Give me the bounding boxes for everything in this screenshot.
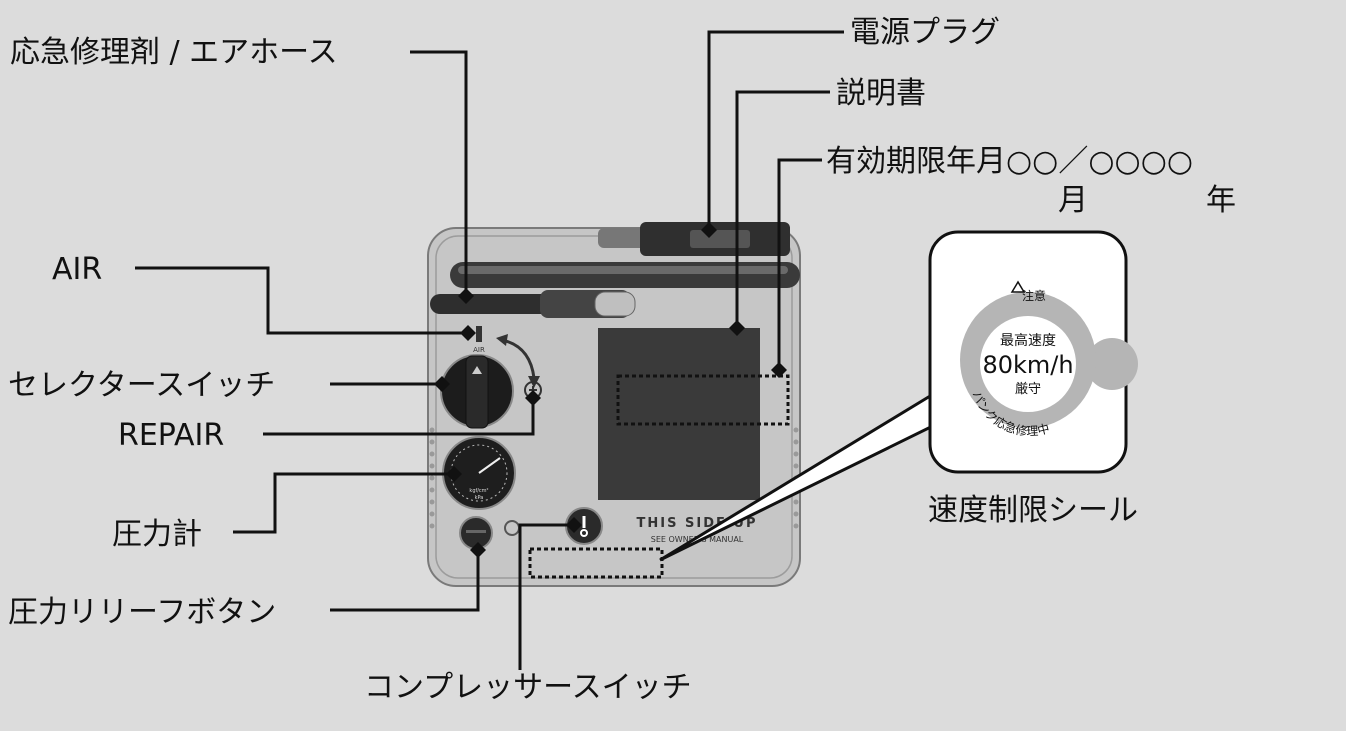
pressure-release-button[interactable] (459, 516, 493, 550)
speed-limit-seal-callout: 注意 最高速度 80km/h 厳守 パンク応急修理中 (659, 230, 1138, 562)
label-compressor-switch: コンプレッサースイッチ (364, 670, 692, 705)
seal-speed: 80km/h (982, 351, 1073, 379)
label-air: AIR (52, 252, 102, 287)
label-expiry-month: 月 (1058, 183, 1088, 218)
speed-seal-area (528, 547, 664, 579)
label-repair: REPAIR (118, 418, 224, 453)
svg-text:AIR: AIR (473, 346, 485, 354)
svg-text:kgf/cm²: kgf/cm² (469, 488, 488, 494)
leader-diamonds (434, 222, 787, 558)
label-manual: 説明書 (836, 76, 926, 111)
label-speed-limit-seal: 速度制限シール (928, 493, 1138, 528)
label-selector-switch: セレクタースイッチ (8, 368, 275, 403)
label-pressure-gauge: 圧力計 (112, 517, 202, 552)
power-plug (598, 222, 790, 256)
seal-caution-text: 注意 (1022, 288, 1046, 303)
label-expiry: 有効期限年月○○／○○○○ (826, 144, 1193, 179)
callout-labels: 応急修理剤 / エアホース 電源プラグ 説明書 有効期限年月○○／○○○○ 月 … (8, 15, 1236, 705)
label-repair-kit-hose: 応急修理剤 / エアホース (10, 35, 338, 70)
air-mark-icon: AIR (473, 326, 485, 354)
svg-text:kPa: kPa (475, 495, 484, 501)
label-expiry-year: 年 (1206, 183, 1236, 218)
leader-lines (135, 30, 844, 670)
expiry-label-area (616, 374, 790, 426)
label-power-plug: 電源プラグ (850, 15, 1000, 50)
air-hose (430, 262, 800, 318)
selector-switch-knob[interactable] (440, 354, 514, 429)
pressure-gauge: kgf/cm² kPa (442, 436, 516, 510)
label-pressure-release-button: 圧力リリーフボタン (8, 595, 276, 630)
seal-line2: 厳守 (1015, 382, 1041, 397)
manual-sheet (598, 328, 760, 500)
seal-line1: 最高速度 (1000, 332, 1056, 349)
